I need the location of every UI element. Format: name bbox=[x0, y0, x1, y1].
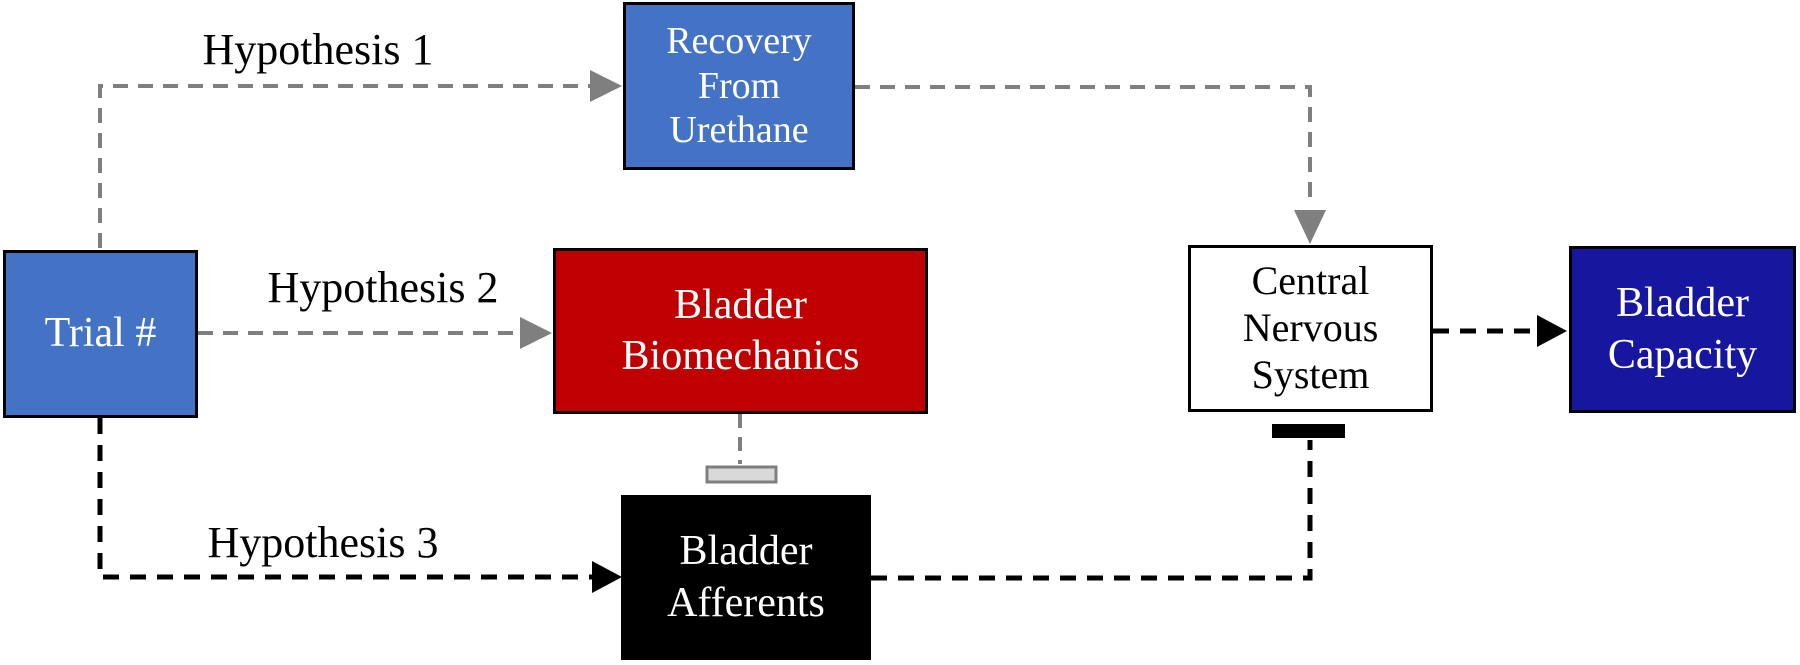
arrowhead-hypothesis3-icon bbox=[592, 561, 622, 593]
inhibitor-bar-gray-icon bbox=[705, 465, 778, 484]
node-trial-number: Trial # bbox=[3, 250, 198, 418]
edge-recovery-to-cns bbox=[855, 85, 1312, 207]
hypothesis-3-label: Hypothesis 3 bbox=[207, 518, 439, 567]
node-bladder-afferents: Bladder Afferents bbox=[621, 495, 871, 660]
arrowhead-hypothesis1-icon bbox=[590, 70, 622, 102]
bladder-biomechanics-label: Bladder Biomechanics bbox=[621, 281, 860, 379]
arrowhead-recovery-to-cns-icon bbox=[1294, 210, 1326, 244]
inhibitor-bar-black-icon bbox=[1272, 424, 1345, 438]
hypothesis-1-label: Hypothesis 1 bbox=[202, 25, 434, 74]
edge-hypothesis1 bbox=[98, 84, 590, 248]
arrowhead-hypothesis2-icon bbox=[520, 317, 552, 349]
hypothesis-2-label: Hypothesis 2 bbox=[267, 263, 499, 312]
edge-hypothesis3 bbox=[97, 418, 594, 580]
arrowhead-cns-to-capacity-icon bbox=[1537, 315, 1567, 347]
bladder-capacity-label: Bladder Capacity bbox=[1607, 280, 1758, 378]
recovery-from-urethane-label: Recovery From Urethane bbox=[666, 19, 812, 152]
node-central-nervous-system: Central Nervous System bbox=[1188, 245, 1433, 412]
node-bladder-biomechanics: Bladder Biomechanics bbox=[553, 248, 928, 414]
edge-afferents-to-cns bbox=[871, 440, 1313, 581]
central-nervous-system-label: Central Nervous System bbox=[1242, 258, 1379, 397]
node-recovery-from-urethane: Recovery From Urethane bbox=[623, 2, 855, 170]
node-bladder-capacity: Bladder Capacity bbox=[1569, 246, 1796, 413]
trial-number-label: Trial # bbox=[44, 310, 157, 357]
bladder-afferents-label: Bladder Afferents bbox=[667, 528, 825, 626]
